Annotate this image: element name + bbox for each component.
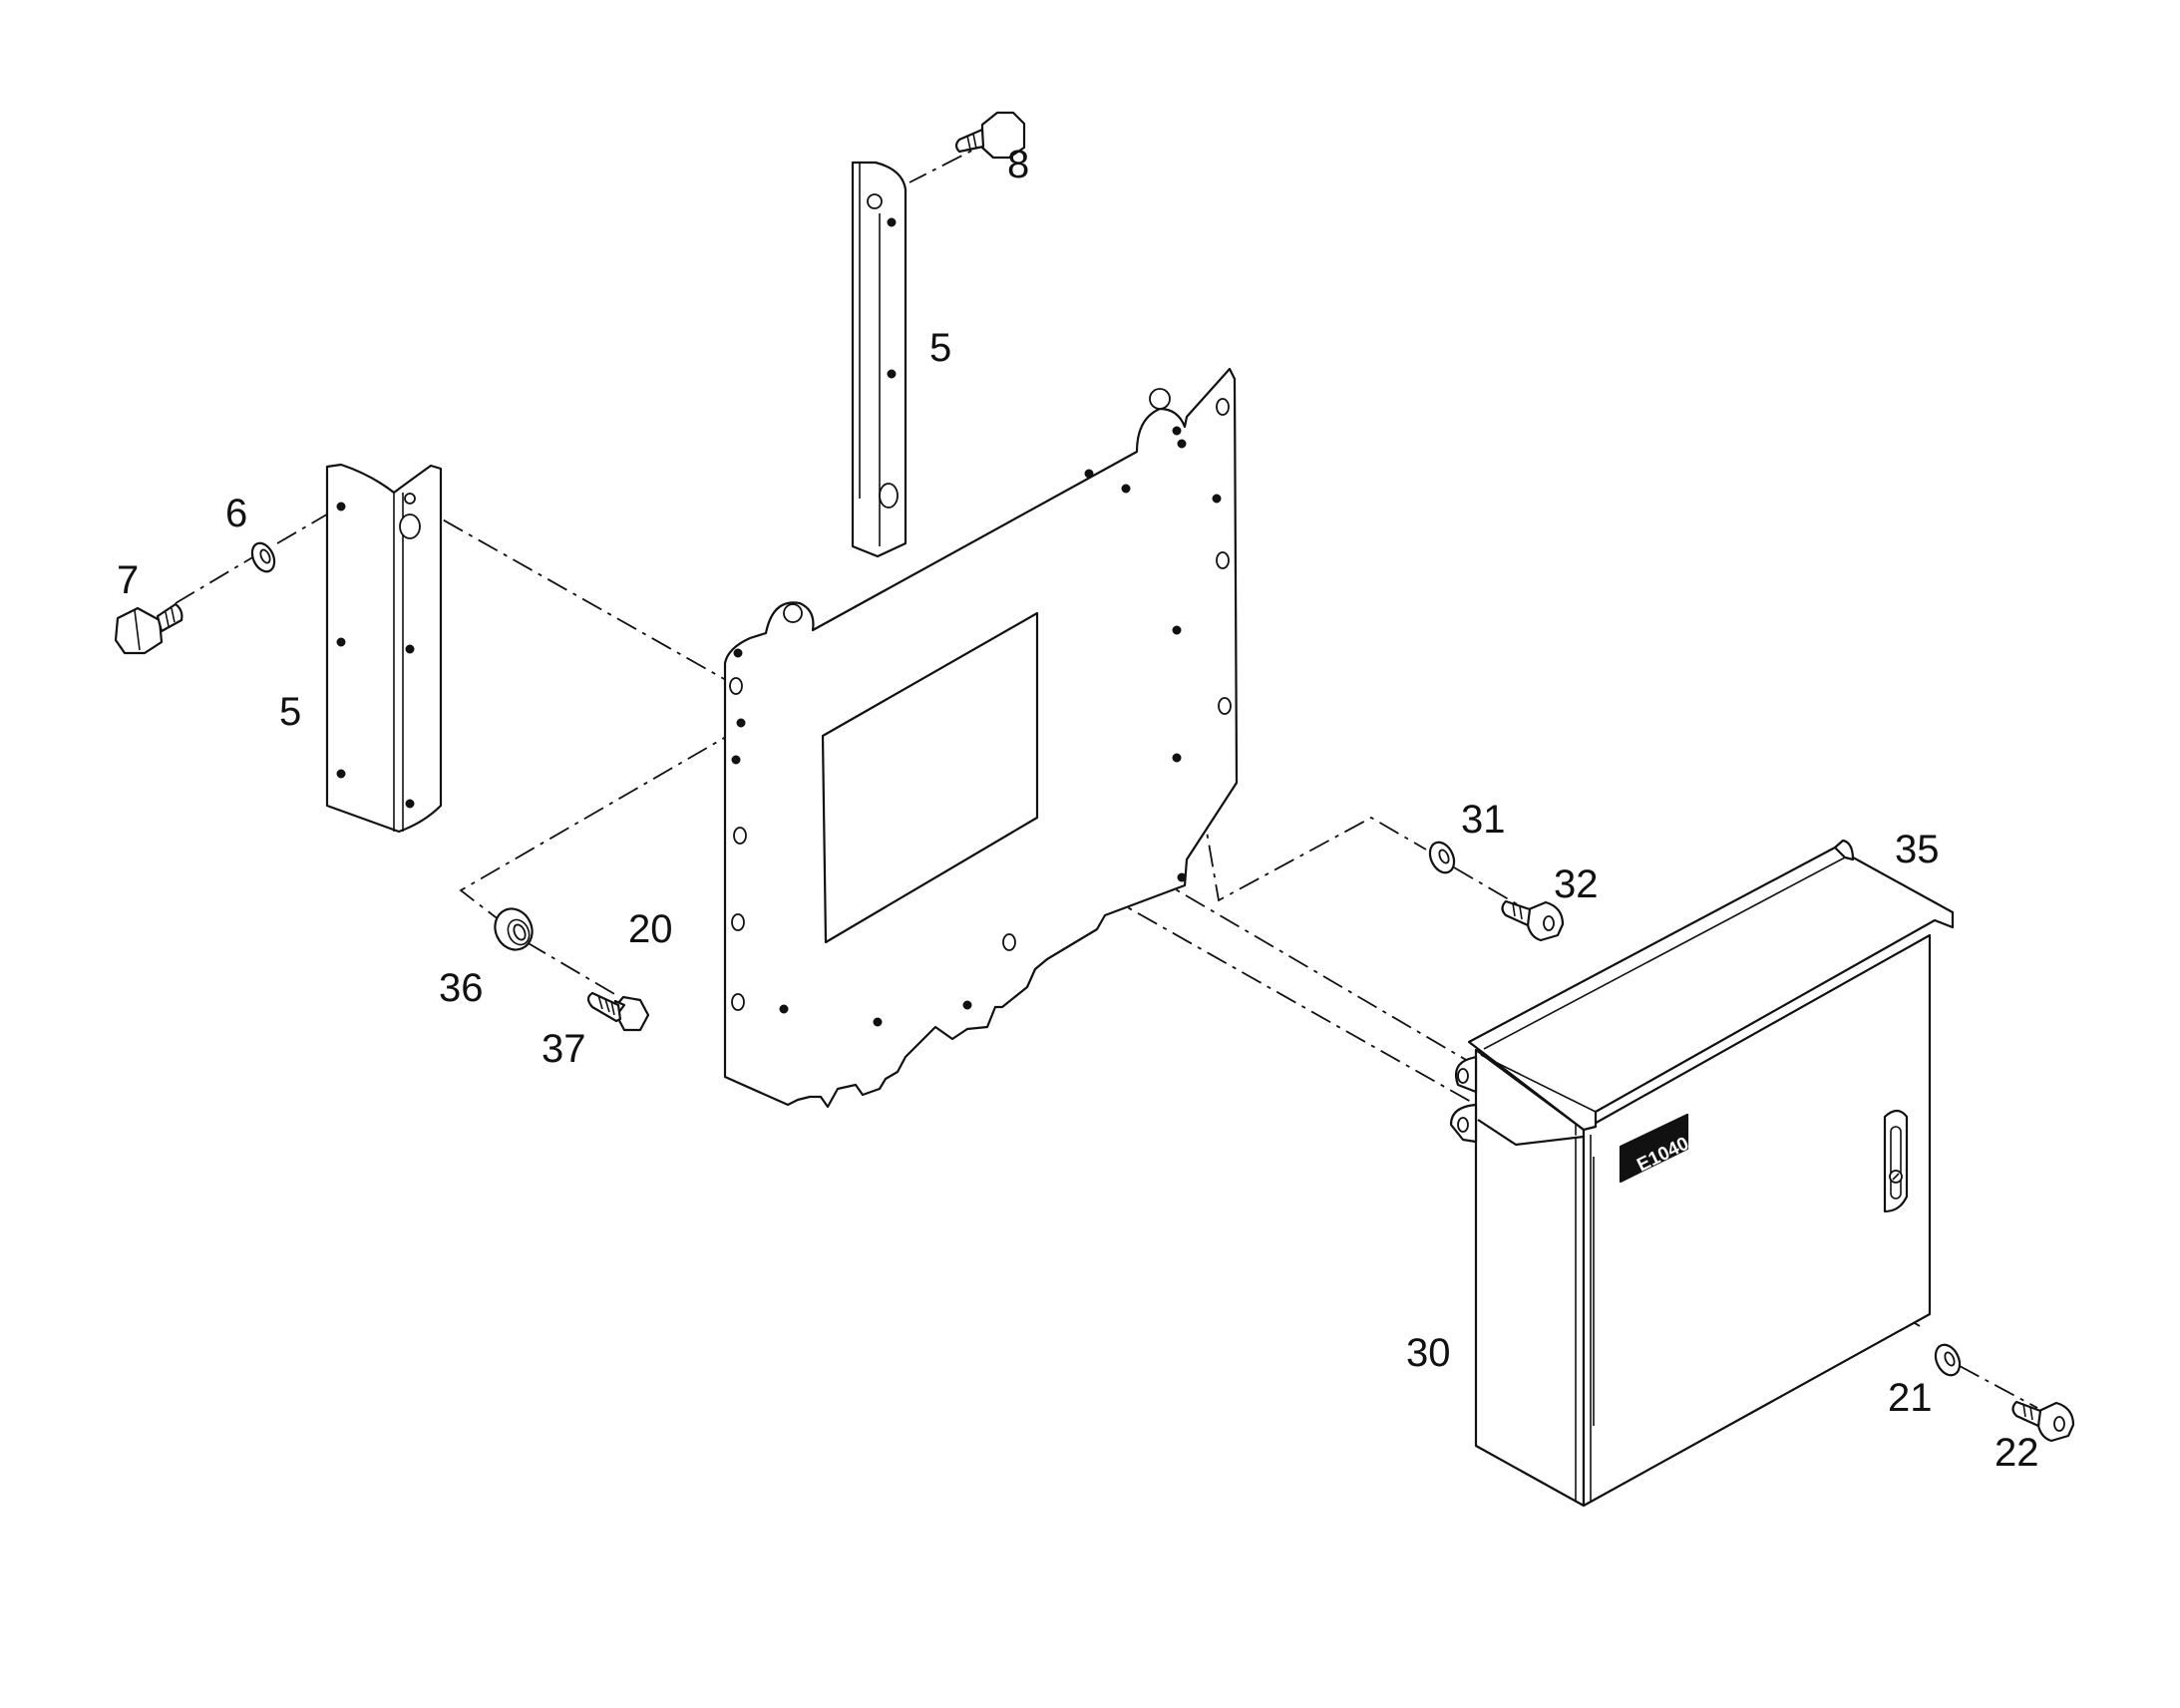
upper-right-washer [1428, 841, 1456, 874]
assembly-line-upper-right-screw [1453, 866, 1532, 913]
assembly-line-lower-right-screw [1959, 1365, 2038, 1409]
callout-bolt-left: 7 [117, 558, 139, 602]
callout-bracket-top: 5 [929, 326, 951, 370]
electrical-enclosure: E1040 [1449, 839, 1955, 1508]
callout-bolt-top: 8 [1007, 143, 1029, 186]
left-angle-bracket [325, 463, 443, 834]
callout-washer-left: 6 [225, 492, 247, 535]
plate-hex-screw [586, 991, 650, 1032]
main-assembly-plate [723, 367, 1239, 1109]
lower-right-washer [1934, 1343, 1962, 1377]
callout-screw-bottom-right: 22 [1995, 1431, 2039, 1475]
left-hex-bolt [114, 602, 183, 655]
callout-labels: 8 5 6 7 5 20 36 37 31 32 35 30 21 22 [117, 143, 2039, 1475]
plate-flange-washer [494, 907, 534, 951]
callout-assembly-plate: 20 [628, 907, 673, 951]
assembly-line-plate-washer-route [459, 707, 777, 928]
upper-right-socket-screw [1501, 899, 1565, 942]
callout-washer-plate: 36 [439, 966, 484, 1010]
top-hex-bolt [954, 111, 1026, 160]
callout-rain-hood: 35 [1895, 828, 1940, 871]
callout-screw-upper-right: 32 [1554, 862, 1599, 906]
assembly-line-left-bolt [175, 555, 255, 604]
callout-washer-upper-right: 31 [1461, 798, 1506, 842]
callout-enclosure: 30 [1406, 1331, 1451, 1375]
assembly-line-plate-screw [526, 941, 617, 996]
callout-screw-plate: 37 [542, 1027, 586, 1071]
left-washer [250, 541, 276, 573]
callout-washer-bottom-right: 21 [1888, 1376, 1933, 1420]
lower-right-socket-screw [2011, 1400, 2075, 1443]
top-angle-bracket [851, 161, 908, 558]
callout-bracket-left: 5 [279, 690, 301, 734]
